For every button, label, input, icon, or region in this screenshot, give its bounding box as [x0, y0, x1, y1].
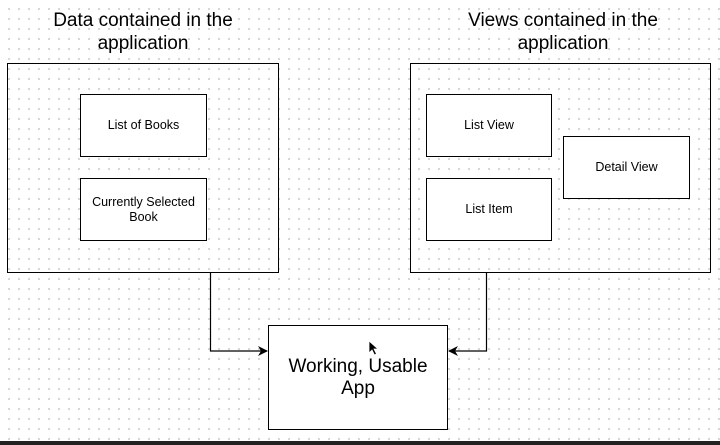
currently-selected-book-label: Currently Selected Book [92, 194, 195, 224]
detail-view-box: Detail View [563, 136, 690, 199]
data-heading: Data contained in the application [53, 10, 233, 54]
views-to-app-connector [448, 273, 488, 356]
list-view-box: List View [426, 94, 552, 157]
list-of-books-label: List of Books [107, 118, 180, 132]
detail-view-label: Detail View [595, 160, 658, 174]
list-item-box: List Item [426, 178, 552, 241]
bottom-rule [0, 441, 720, 445]
views-container [410, 63, 711, 273]
currently-selected-book-box: Currently Selected Book [80, 178, 207, 241]
mouse-pointer-icon [368, 340, 380, 356]
list-of-books-box: List of Books [80, 94, 207, 157]
views-heading: Views contained in the application [468, 10, 658, 54]
data-to-app-connector [209, 273, 268, 356]
list-item-label: List Item [465, 202, 513, 216]
list-view-label: List View [464, 118, 514, 132]
working-app-box: Working, Usable App [268, 325, 448, 430]
data-container [7, 63, 279, 273]
working-app-label: Working, Usable App [288, 355, 428, 399]
